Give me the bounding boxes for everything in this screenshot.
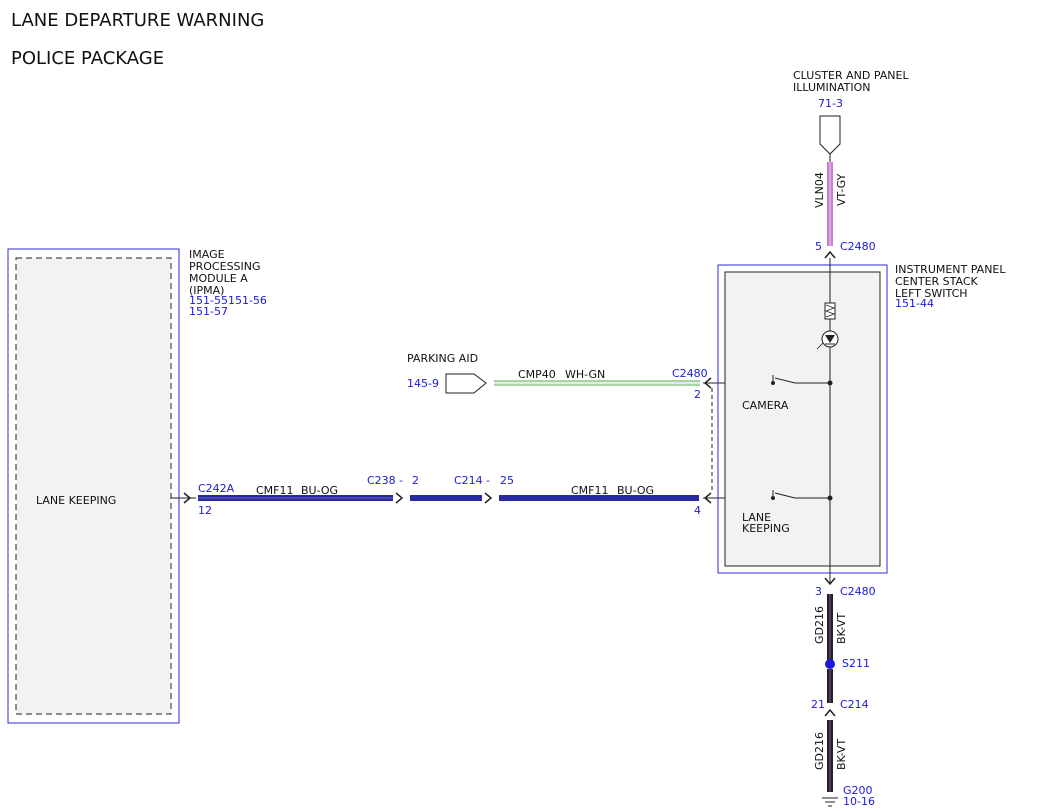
lane-switch-blade[interactable] xyxy=(774,492,796,499)
page-title: LANE DEPARTURE WARNING xyxy=(11,10,264,31)
lane-junction-dot xyxy=(827,495,833,501)
ipma-ref-link2[interactable]: 151-57 xyxy=(189,305,228,318)
wire-circuit-label-2: CMF11 xyxy=(571,484,609,497)
wire-cmf11-segment1[interactable] xyxy=(198,495,393,501)
switch-name-line1: INSTRUMENT PANEL xyxy=(895,263,1006,276)
lane-switch-contact-a xyxy=(771,496,775,500)
wire-cmf11-segment3[interactable] xyxy=(499,495,699,501)
ipma-module-outline[interactable] xyxy=(7,248,180,724)
lane-switch-label-line1: LANE xyxy=(742,511,771,524)
c238-dash: - xyxy=(399,474,403,487)
resistor-zigzag xyxy=(824,304,836,318)
parking-aid-ref-link[interactable]: 145-9 xyxy=(407,377,439,390)
splice-s211-dot[interactable] xyxy=(825,659,835,669)
cluster-name-line1: CLUSTER AND PANEL xyxy=(793,69,909,82)
camera-junction-dot xyxy=(827,380,833,386)
parking-pin-label: 2 xyxy=(694,388,701,401)
page-subtitle: POLICE PACKAGE xyxy=(11,48,164,69)
c238-pin: 2 xyxy=(412,474,419,487)
cluster-ref-link[interactable]: 71-3 xyxy=(818,97,843,110)
c214-connector-link[interactable]: C214 xyxy=(454,474,483,487)
ipma-module-body xyxy=(15,257,172,715)
ipma-connector-link[interactable]: C242A xyxy=(198,482,235,495)
wire-cmp40[interactable] xyxy=(494,380,700,386)
parking-aid-label: PARKING AID xyxy=(407,352,478,365)
cluster-color-label: VT-GY xyxy=(835,173,848,206)
ipma-inner-label: LANE KEEPING xyxy=(36,494,116,507)
ipma-name-line3: MODULE A xyxy=(189,272,248,285)
led-emission-arrow xyxy=(816,342,824,350)
camera-switch-label: CAMERA xyxy=(742,399,789,412)
ipma-name-line1: IMAGE xyxy=(189,248,225,261)
wire-color-label-1: BU-OG xyxy=(301,484,338,497)
cluster-circuit-label: VLN04 xyxy=(813,172,826,208)
switch-name-line2: CENTER STACK xyxy=(895,275,979,288)
ipma-pin-label: 12 xyxy=(198,504,212,517)
wire-color-label-2: BU-OG xyxy=(617,484,654,497)
wire-vln04[interactable] xyxy=(827,162,833,246)
ipma-connector-arrow xyxy=(183,492,192,504)
ipma-name-line2: PROCESSING xyxy=(189,260,261,273)
ipma-ref-link1[interactable]: 151-55151-56 xyxy=(189,294,267,307)
ground-ref-link[interactable]: 10-16 xyxy=(843,795,875,808)
wire-gd216-segment2[interactable] xyxy=(827,669,833,703)
wire-circuit-label-1: CMF11 xyxy=(256,484,294,497)
ground-circuit-label-2: GD216 xyxy=(813,732,826,770)
c214-dash: - xyxy=(486,474,490,487)
ground-color-label-2: BK-VT xyxy=(835,739,848,770)
wire-cmf11-segment2[interactable] xyxy=(410,495,482,501)
camera-switch-contact-a xyxy=(771,381,775,385)
cluster-pin-label: 5 xyxy=(815,240,822,253)
ground-connector-mid-link[interactable]: C214 xyxy=(840,698,869,711)
c238-connector-link[interactable]: C238 xyxy=(367,474,396,487)
switch-module-body xyxy=(724,271,881,567)
cluster-name-line2: ILLUMINATION xyxy=(793,81,871,94)
ground-switch-connector-arrow xyxy=(824,577,836,586)
c214-pin: 25 xyxy=(500,474,514,487)
switch-ref-link[interactable]: 151-44 xyxy=(895,297,934,310)
lane-switch-label-line2: KEEPING xyxy=(742,522,790,535)
switch-name-line3: LEFT SWITCH xyxy=(895,287,968,300)
c214-connector-arrow xyxy=(484,492,493,504)
parking-connector-link[interactable]: C2480 xyxy=(672,367,708,380)
ground-name-link[interactable]: G200 xyxy=(843,784,873,797)
ground-color-label-1: BK-VT xyxy=(835,613,848,644)
ipma-name-line4: (IPMA) xyxy=(189,284,224,297)
wire-gd216-segment3[interactable] xyxy=(827,720,833,792)
led-diode-symbol xyxy=(825,335,835,343)
ground-pin-mid: 21 xyxy=(811,698,825,711)
c238-connector-arrow xyxy=(395,492,404,504)
parking-color-label: WH-GN xyxy=(565,368,605,381)
wire-gd216-segment1[interactable] xyxy=(827,594,833,660)
cluster-switch-connector-arrow xyxy=(824,250,836,259)
cluster-connector-shape[interactable] xyxy=(819,115,841,155)
ground-pin-top: 3 xyxy=(815,585,822,598)
parking-circuit-label: CMP40 xyxy=(518,368,556,381)
camera-switch-blade[interactable] xyxy=(774,377,796,384)
parking-aid-connector-shape[interactable] xyxy=(445,373,487,394)
splice-s211-label[interactable]: S211 xyxy=(842,657,870,670)
ground-connector-top-link[interactable]: C2480 xyxy=(840,585,876,598)
ground-circuit-label-1: GD216 xyxy=(813,606,826,644)
c214-ground-connector-arrow xyxy=(824,708,836,717)
lane-end-pin: 4 xyxy=(694,504,701,517)
cluster-connector-link[interactable]: C2480 xyxy=(840,240,876,253)
switch-module-outline[interactable] xyxy=(717,264,888,574)
